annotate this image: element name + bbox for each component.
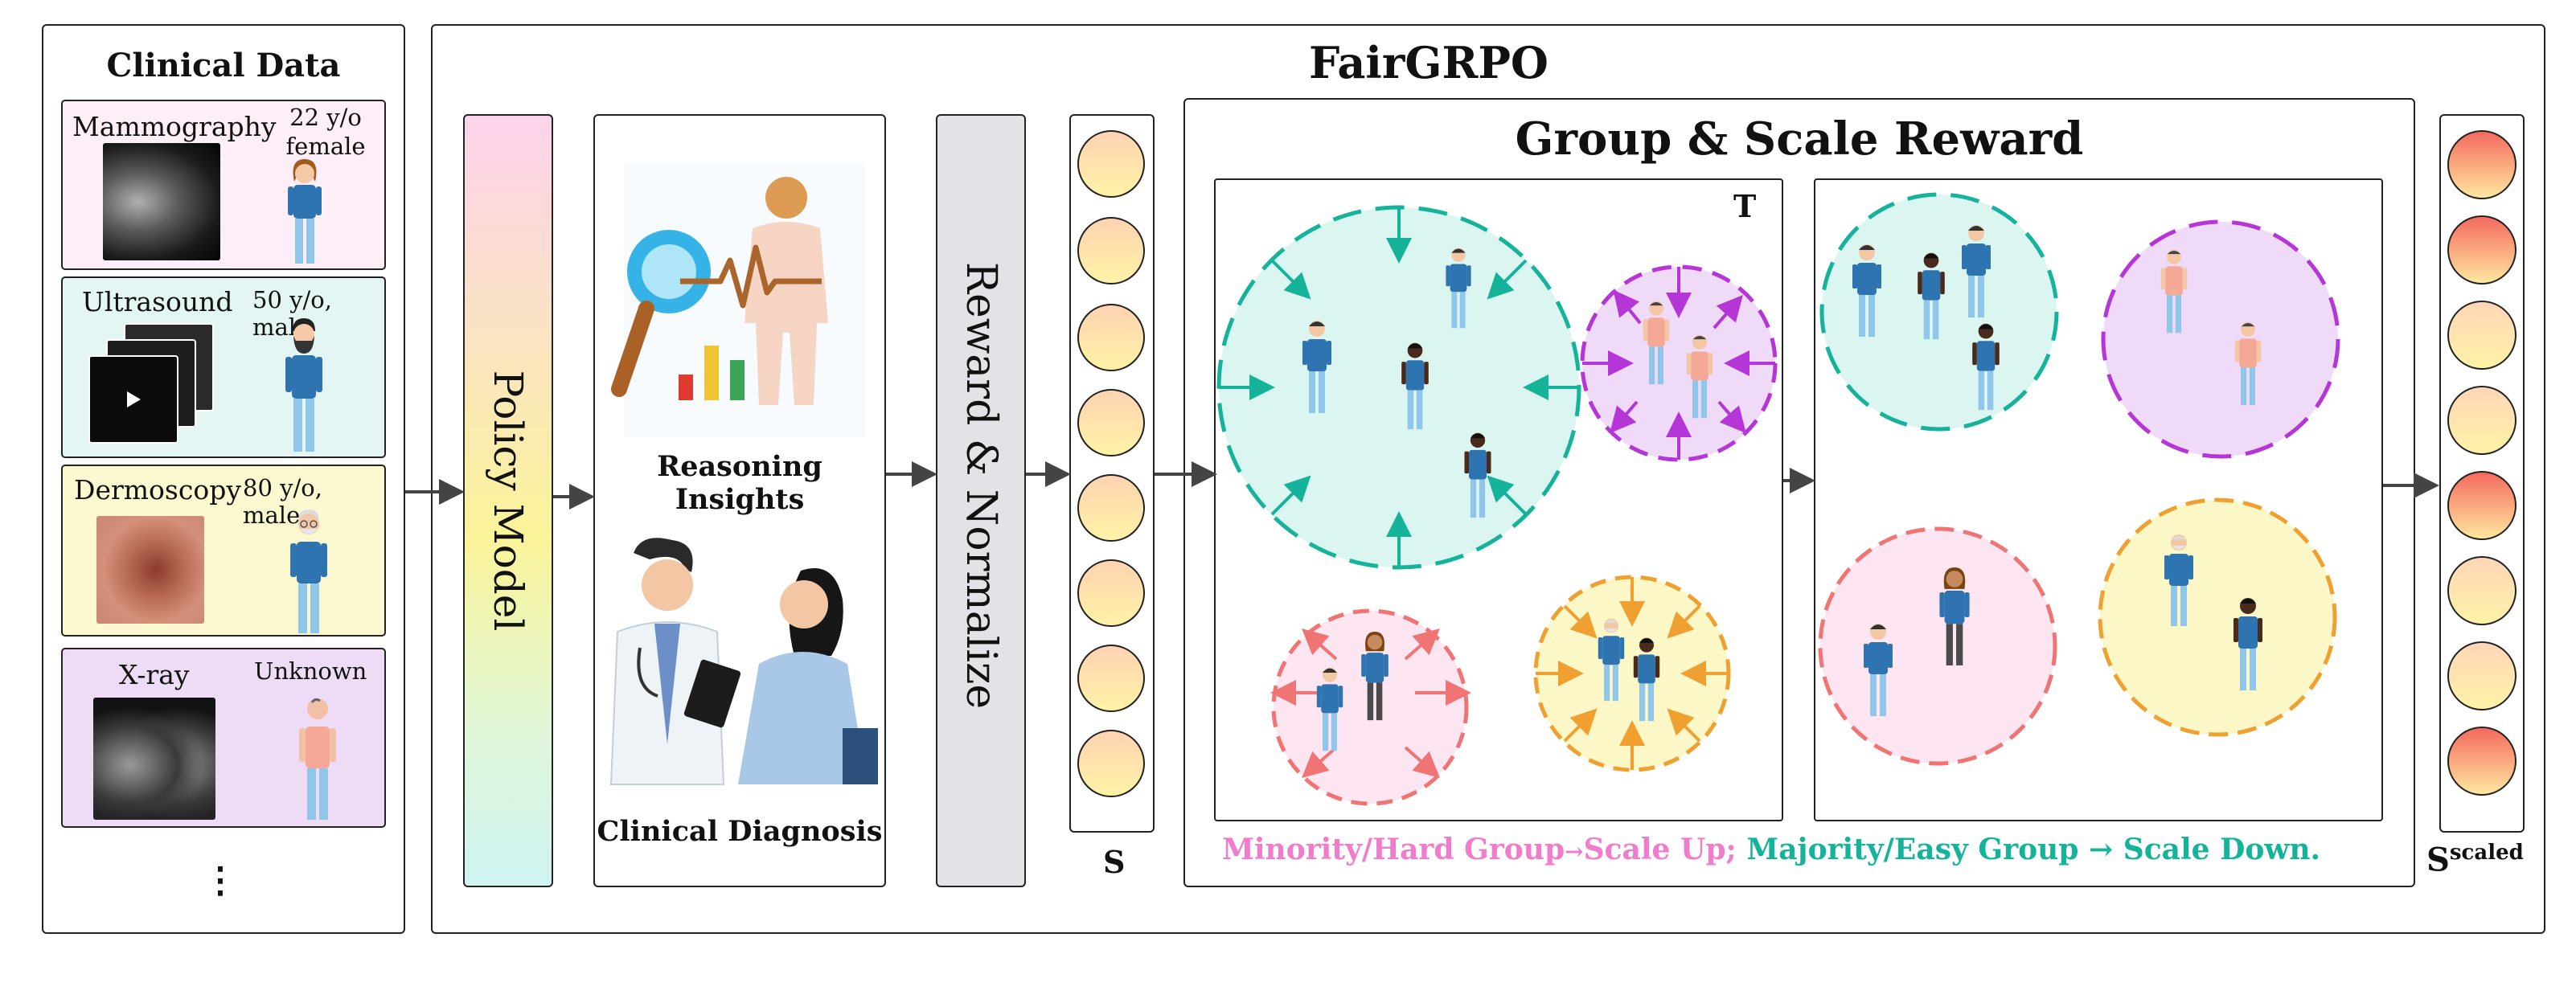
score-circles: [1069, 114, 1155, 833]
card-xray: X-ray Unknown: [61, 648, 386, 828]
caption-minority: Minority/Hard Group: [1222, 833, 1565, 866]
reasoning-insights-illustration: [611, 164, 865, 437]
scaled-score-circle: [2447, 215, 2517, 285]
score-circle: [1077, 559, 1145, 627]
scaled-majority-circle: [1819, 192, 2059, 432]
caption-scale-up: Scale Up;: [1583, 833, 1737, 866]
card-patient-label: 22 y/o female: [285, 104, 366, 160]
caption-scale-down: Scale Down.: [2123, 833, 2321, 866]
scaling-caption: Minority/Hard Group→Scale Up; Majority/E…: [1222, 833, 2320, 866]
score-circle: [1077, 217, 1145, 285]
reward-normalize-block: Reward & Normalize: [936, 114, 1026, 887]
scaled-score-circle: [2447, 386, 2517, 455]
card-mammography: Mammography 22 y/o female: [61, 100, 386, 270]
dermoscopy-image: [96, 516, 204, 624]
play-icon: [127, 391, 141, 407]
clinical-diagnosis-illustration: [609, 538, 878, 785]
score-circle: [1077, 304, 1145, 371]
scaled-score-circle: [2447, 727, 2517, 796]
pink-group-circle: [1270, 608, 1471, 806]
scaled-score-circle: [2447, 301, 2517, 370]
score-circle: [1077, 474, 1145, 542]
score-circle: [1077, 730, 1145, 797]
group-scale-reward-title: Group & Scale Reward: [1515, 113, 2084, 166]
reasoning-insights-label: Reasoning Insights: [657, 450, 822, 516]
card-modality-label: Dermoscopy: [74, 474, 241, 506]
reasoning-diagnosis-panel: Reasoning Insights Clinical Diagnosis: [593, 114, 886, 887]
flow-arrows: [405, 461, 2439, 510]
patient-figure-young-female: [288, 159, 322, 264]
fairgrpo-title: FairGRPO: [1309, 37, 1548, 88]
scaled-score-column: [2439, 114, 2525, 833]
card-modality-label: Ultrasound: [82, 286, 233, 317]
majority-group-circle: [1216, 205, 1581, 570]
scaled-score-circle: [2447, 641, 2517, 710]
policy-model-block: Policy Model: [463, 114, 553, 887]
card-dermoscopy: Dermoscopy 80 y/o, male: [61, 465, 386, 637]
patient-figure-elderly-man: [290, 510, 327, 633]
patient-figure-unknown: [299, 698, 336, 820]
orange-group-circle: [1533, 575, 1731, 772]
clinical-data-title: Clinical Data: [106, 47, 341, 84]
card-ultrasound: Ultrasound 50 y/o, male: [61, 276, 386, 458]
ultrasound-image-stack: [88, 323, 217, 452]
scaled-score-circle: [2447, 556, 2517, 625]
mammography-image: [103, 143, 220, 260]
purple-group-circle: [1580, 264, 1778, 462]
scaled-orange-circle: [2098, 497, 2337, 737]
scaled-score-circle: [2447, 471, 2517, 540]
caption-majority: Majority/Easy Group: [1746, 833, 2079, 866]
card-patient-label: 80 y/o, male: [243, 474, 322, 529]
card-modality-label: X-ray: [119, 659, 190, 690]
caption-arrow-down: →: [2089, 833, 2114, 866]
patient-figure-bearded-man: [285, 318, 322, 452]
t-label: T: [1733, 188, 1757, 224]
scaled-score-label: Sscaled: [2426, 841, 2524, 879]
xray-image: [93, 698, 215, 820]
more-items-ellipsis: ⋮: [203, 860, 238, 901]
score-label: S: [1103, 844, 1126, 880]
caption-arrow-up: →: [1565, 838, 1584, 865]
clinical-diagnosis-label: Clinical Diagnosis: [597, 815, 883, 848]
score-circle: [1077, 645, 1145, 712]
card-modality-label: Mammography: [72, 111, 277, 142]
score-circle: [1077, 130, 1145, 198]
score-circle: [1077, 389, 1145, 456]
scaled-score-circle: [2447, 130, 2517, 199]
card-patient-label: Unknown: [254, 657, 367, 685]
scaled-pink-circle: [1818, 526, 2057, 766]
scaled-purple-circle: [2101, 219, 2340, 459]
